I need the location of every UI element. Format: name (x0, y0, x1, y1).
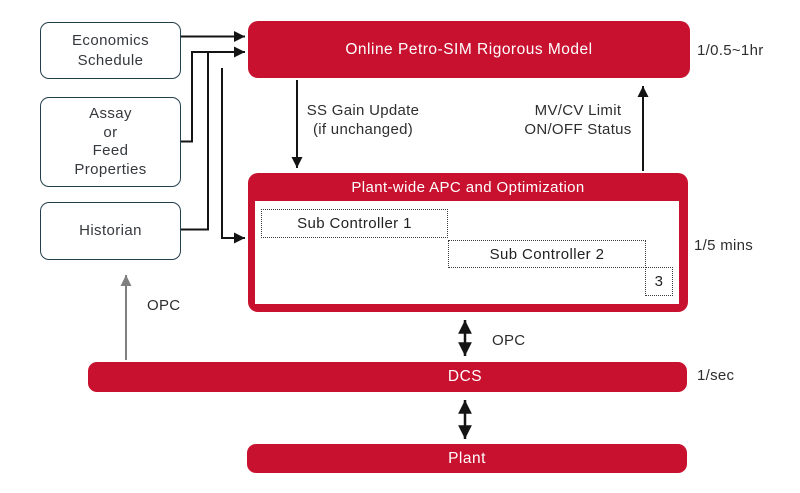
plant-label: Plant (448, 449, 486, 467)
mvcv-limit-status-label: MV/CV Limit ON/OFF Status (524, 102, 632, 138)
arrow-historian-to-model (180, 52, 209, 231)
opc-label-historian: OPC (147, 297, 181, 314)
source-box-economics-schedule: Economics Schedule (40, 22, 181, 79)
ss-gain-update-label: SS Gain Update (if unchanged) (306, 102, 420, 138)
arrow-assay-to-model (180, 46, 245, 143)
assay-line1: Assay (89, 105, 132, 122)
economics-line1: Economics (72, 32, 149, 49)
historian-label: Historian (79, 222, 142, 240)
dcs-rate-label: 1/sec (697, 367, 735, 384)
online-petrosim-model-box: Online Petro-SIM Rigorous Model (248, 21, 690, 78)
apc-inner-panel: Sub Controller 1 Sub Controller 2 3 (255, 201, 679, 304)
dcs-bar: DCS (88, 362, 687, 392)
model-rate-label: 1/0.5~1hr (697, 42, 764, 59)
model-label: Online Petro-SIM Rigorous Model (345, 40, 593, 58)
sub-controller-2-box: Sub Controller 2 (448, 240, 646, 268)
source-box-historian: Historian (40, 202, 181, 260)
sub-controller-1-box: Sub Controller 1 (261, 209, 448, 238)
apc-title: Plant-wide APC and Optimization (351, 178, 585, 196)
opc-label-apc-dcs: OPC (492, 332, 526, 349)
assay-line2: or (103, 123, 118, 141)
plantwide-apc-box: Plant-wide APC and Optimization Sub Cont… (248, 173, 688, 312)
dcs-label: DCS (447, 368, 483, 385)
economics-line2: Schedule (77, 51, 144, 69)
apc-rate-label: 1/5 mins (694, 237, 754, 254)
arrow-inputs-to-apc (221, 68, 245, 244)
assay-line3: Feed (92, 142, 129, 159)
assay-line4: Properties (74, 160, 147, 178)
sub-controller-3-box: 3 (645, 267, 673, 296)
plant-bar: Plant (247, 444, 687, 473)
source-box-assay-feed-properties: Assay or Feed Properties (40, 97, 181, 187)
